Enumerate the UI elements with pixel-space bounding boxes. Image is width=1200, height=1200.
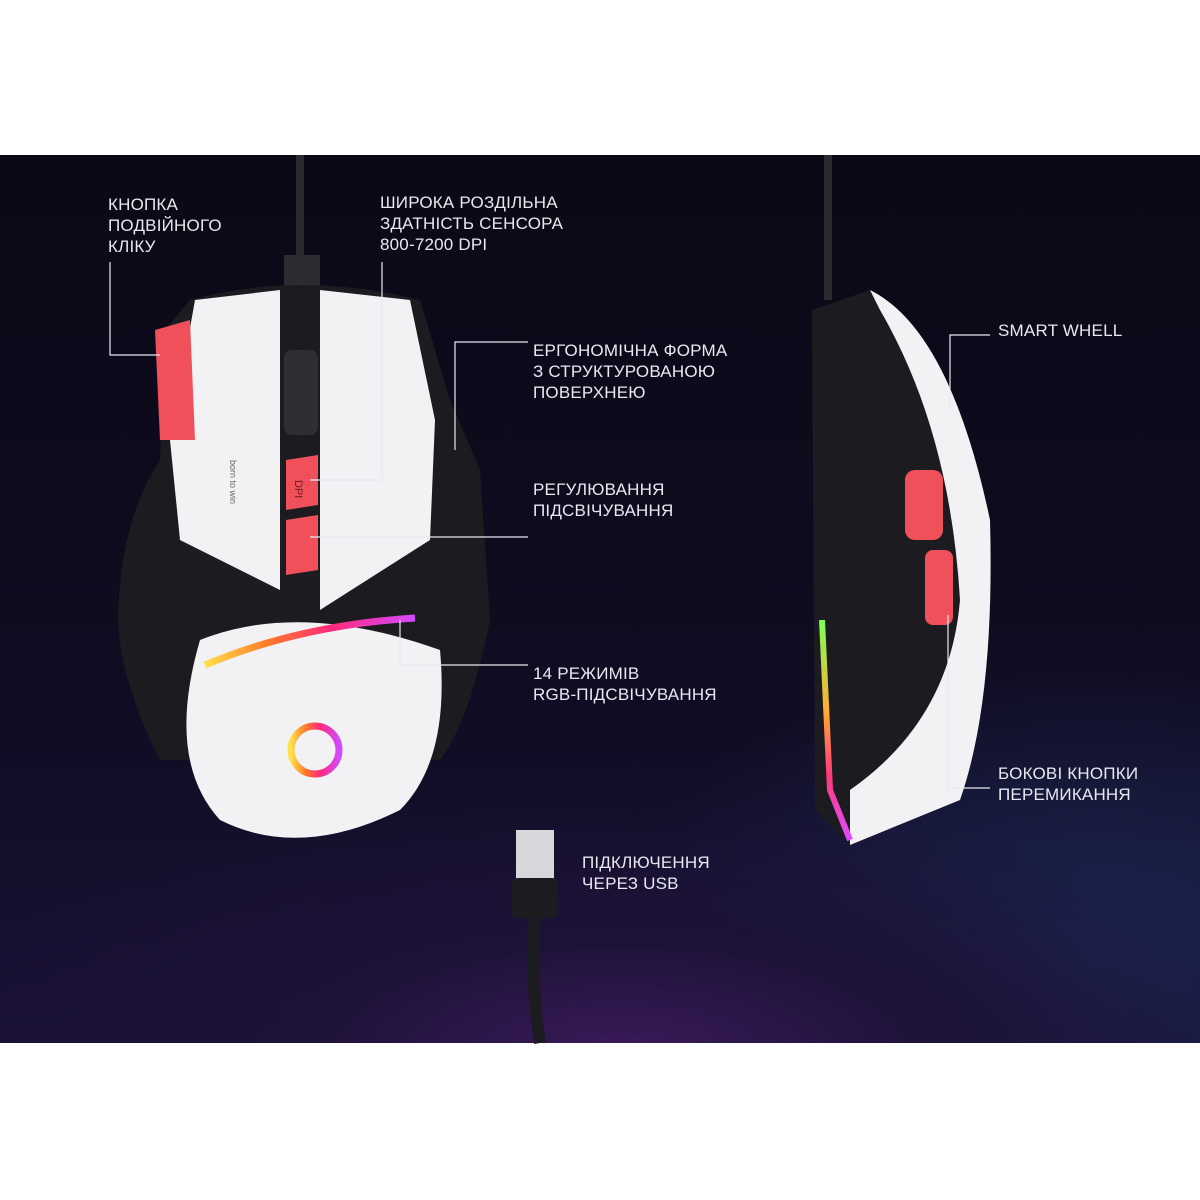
dpi-print: DPI [292,480,304,498]
callout-lines [109,262,990,789]
label-side-buttons: Бокові кнопкиперемикання [998,764,1139,804]
mouse-side-view [812,155,991,845]
double-click-button [155,320,195,440]
label-usb: Підключеннячерез USB [582,853,710,893]
label-backlight: Регулюванняпідсвічування [533,480,674,520]
label-sensor: Широка роздільназдатність сенсора800-720… [380,193,564,254]
label-rgb: 14 режимівRGB-підсвічування [533,664,717,704]
scroll-wheel [284,350,318,435]
side-button-forward [905,470,943,540]
mouse-top-view: DPI born to win [118,155,490,838]
usb-connector [512,830,558,1044]
side-button-back [925,550,953,625]
label-ergonomic: Ергономічна формаз структурованоюповерхн… [533,341,728,402]
dpi-button [286,455,318,510]
label-smart-wheel: SMART WHELL [998,321,1123,340]
backlight-button [286,515,318,575]
slogan-print: born to win [228,460,238,504]
brand-logo [287,722,343,778]
label-double-click: Кнопкаподвійногокліку [108,195,222,256]
